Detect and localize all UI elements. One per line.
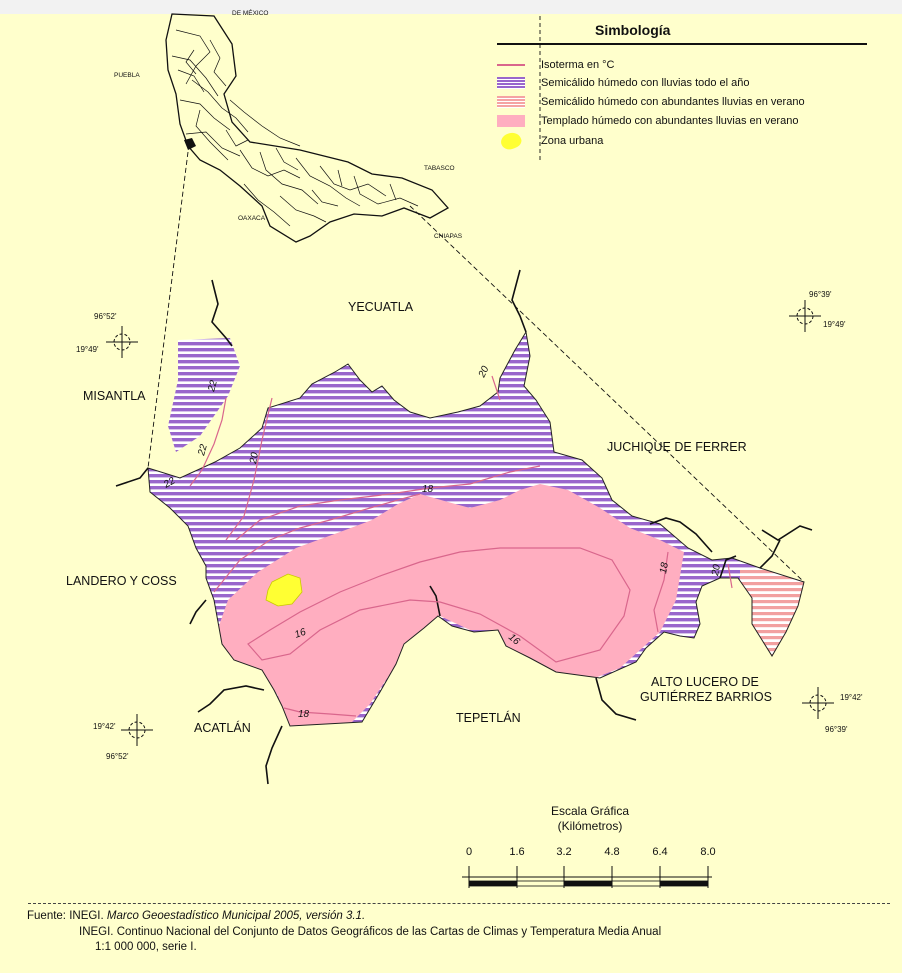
isotherm-lines [189, 375, 733, 717]
crosshair-sw-icon [121, 714, 153, 746]
inset-label-chiapas: CHIAPAS [434, 233, 463, 240]
legend-title: Simbología [595, 22, 671, 38]
coordinate-markers [106, 300, 834, 746]
inset-label-tabasco: TABASCO [424, 165, 455, 172]
label-alto-lucero-2: GUTIÉRREZ BARRIOS [640, 689, 772, 704]
legend-item: Semicálido húmedo con abundantes lluvias… [497, 95, 805, 109]
coord-sw-lat: 19°42' [93, 722, 116, 731]
label-yecuatla: YECUATLA [348, 300, 414, 314]
legend-label: Zona urbana [541, 135, 604, 147]
inset-labels: DE MÉXICO PUEBLA TABASCO OAXACA CHIAPAS [114, 8, 463, 240]
isotherm-label-16: 16 [293, 627, 308, 641]
label-misantla: MISANTLA [83, 389, 146, 403]
label-tepetlan: TEPETLÁN [456, 710, 521, 725]
inset-label-mexico: DE MÉXICO [232, 8, 268, 17]
inset-highlight [184, 138, 196, 150]
neighbor-boundaries [115, 269, 813, 785]
crosshair-nw-icon [106, 326, 138, 358]
scale-tick-label: 8.0 [700, 846, 716, 858]
footer-source-line3: 1:1 000 000, serie I. [95, 941, 197, 953]
callout-line-right [409, 205, 805, 583]
scale-tick-label: 6.4 [652, 846, 668, 858]
coord-se-lat: 19°42' [840, 693, 863, 702]
legend-label: Isoterma en °C [541, 59, 615, 71]
footer-prefix: Fuente: INEGI. [27, 910, 107, 922]
crosshair-ne-icon [789, 300, 821, 332]
inset-label-oaxaca: OAXACA [238, 215, 266, 222]
legend-item: Isoterma en °C [497, 58, 614, 72]
isotherm-label-20: 20 [476, 364, 491, 380]
label-alto-lucero-1: ALTO LUCERO DE [651, 675, 759, 689]
scale-tick-label: 3.2 [556, 846, 572, 858]
isotherm-label-22: 22 [161, 475, 177, 491]
legend-swatch [497, 115, 525, 127]
legend-label: Semicálido húmedo con abundantes lluvias… [541, 96, 805, 108]
coord-ne-lat: 19°49' [823, 320, 846, 329]
zone-semicalido-lluvias-verano [740, 570, 804, 680]
zone-templado-lluvias-verano [214, 484, 684, 726]
inset-map [165, 13, 450, 243]
inset-internal-boundaries [171, 29, 419, 227]
scale-title-line2: (Kilómetros) [557, 819, 623, 833]
isotherm-label-18: 18 [422, 484, 434, 495]
scale-tick-label: 1.6 [509, 846, 525, 858]
inset-label-puebla: PUEBLA [114, 72, 140, 79]
legend-item: Zona urbana [497, 129, 604, 153]
isotherm-label-22: 22 [196, 443, 210, 458]
neighbor-labels: YECUATLA MISANTLA JUCHIQUE DE FERRER LAN… [66, 300, 772, 735]
label-landero: LANDERO Y COSS [66, 574, 177, 588]
footer-italic-title: Marco Geoestadístico Municipal 2005, ver… [106, 910, 366, 922]
coord-se-lon: 96°39' [825, 725, 848, 734]
coord-sw-lon: 96°52' [106, 752, 129, 761]
legend-rule [497, 43, 867, 45]
crosshair-se-icon [802, 687, 834, 719]
callout-line-left [147, 151, 189, 469]
footer-source-line1: Fuente: INEGI. Marco Geoestadístico Muni… [27, 910, 365, 922]
legend-item: Templado húmedo con abundantes lluvias e… [497, 114, 798, 128]
top-band [0, 0, 902, 14]
legend-swatch [497, 96, 525, 108]
legend-label: Semicálido húmedo con lluvias todo el añ… [541, 77, 750, 89]
scale-tick-label: 0 [465, 846, 473, 858]
isotherm-label-20: 20 [710, 563, 723, 577]
isotherm-labels: 22 22 22 20 20 20 18 18 18 16 16 [161, 364, 723, 720]
scale-title: Escala Gráfica (Kilómetros) [535, 804, 645, 834]
scale-bar [462, 866, 712, 888]
coord-nw-lat: 19°49' [76, 345, 99, 354]
label-juchique: JUCHIQUE DE FERRER [607, 440, 747, 454]
isotherm-label-22: 22 [206, 379, 220, 394]
coord-ne-lon: 96°39' [809, 290, 832, 299]
isotherm-label-18: 18 [658, 561, 671, 574]
scale-title-line1: Escala Gráfica [550, 804, 630, 818]
legend-swatch [497, 77, 525, 89]
coord-nw-lon: 96°52' [94, 312, 117, 321]
legend-item: Semicálido húmedo con lluvias todo el añ… [497, 76, 750, 90]
isotherm-label-20: 20 [248, 451, 261, 465]
legend-label: Templado húmedo con abundantes lluvias e… [541, 115, 799, 127]
label-acatlan: ACATLÁN [194, 720, 251, 735]
urban-zone [265, 573, 303, 607]
coordinate-labels: 96°52' 19°49' 96°39' 19°49' 19°42' 96°52… [76, 290, 863, 761]
scale-tick-label: 4.8 [604, 846, 620, 858]
footer-divider [28, 903, 890, 904]
municipality-outline [147, 330, 805, 727]
legend-swatch [497, 59, 525, 71]
isotherm-label-18: 18 [298, 709, 310, 720]
footer-source-line2: INEGI. Continuo Nacional del Conjunto de… [79, 926, 662, 938]
